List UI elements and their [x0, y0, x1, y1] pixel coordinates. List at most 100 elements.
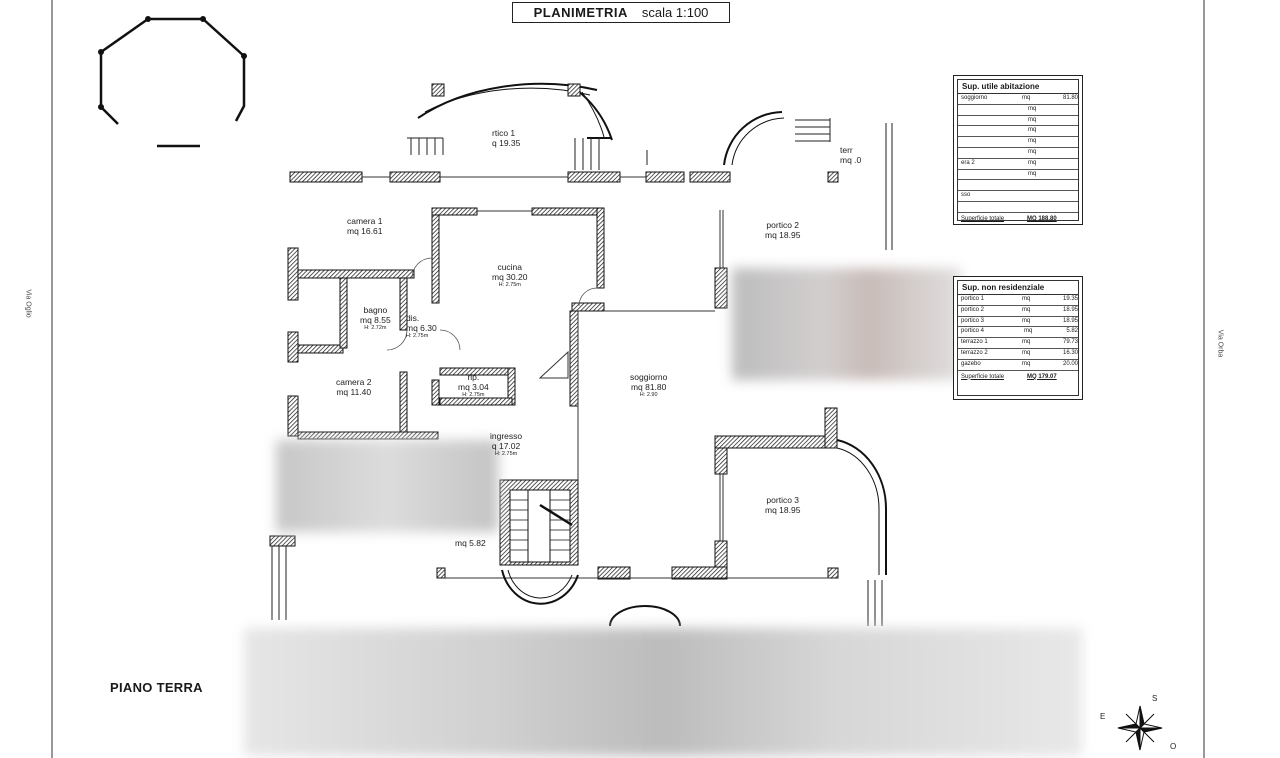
table-cell-unit — [1025, 191, 1070, 201]
table-sup-utile-header: Sup. utile abitazione — [958, 80, 1078, 94]
table-cell-value — [1070, 202, 1078, 212]
table-row: portico 3 mq 18.95 — [958, 317, 1078, 328]
table-cell-name — [958, 170, 1025, 180]
table-cell-name — [958, 180, 1025, 190]
table-cell-value — [1070, 126, 1078, 136]
table-sup-utile-total: Superficie totale MQ 188.80 — [961, 215, 1057, 222]
table-cell-name: portico 3 — [961, 317, 985, 324]
table-cell-value: 20.00 — [1062, 360, 1078, 367]
table-row: portico 1 mq 19.35 — [958, 295, 1078, 306]
table-cell-unit: mq — [1028, 159, 1037, 166]
table-row — [958, 180, 1078, 192]
table-row: mq — [958, 148, 1078, 159]
table-cell-value — [1070, 137, 1078, 147]
table-row: portico 2 mq 18.95 — [958, 306, 1078, 317]
floor-label: PIANO TERRA — [110, 680, 203, 695]
table-row: mq — [958, 137, 1078, 148]
table-cell-name — [958, 202, 1025, 212]
table-cell-unit — [1025, 202, 1070, 212]
table-cell-value — [1070, 148, 1078, 158]
table-cell-value — [1070, 105, 1078, 115]
table-cell-value — [1070, 159, 1078, 169]
table-cell-value: 19.35 — [1062, 296, 1078, 302]
table-cell-unit: mq — [1028, 148, 1037, 155]
table-cell-unit: mq — [1023, 328, 1033, 335]
table-cell-value — [1070, 116, 1078, 126]
table-row — [958, 202, 1078, 213]
compass-label-o: O — [1170, 742, 1177, 751]
table-cell-name — [958, 148, 1025, 158]
table-cell-name — [958, 126, 1025, 136]
table-non-res-total: Superficie totale MQ 179.07 — [961, 373, 1057, 380]
table-row: portico 4 mq 5.82 — [958, 327, 1078, 339]
compass-rose — [1117, 705, 1163, 751]
table-cell-name — [958, 116, 1025, 126]
table-cell-name: terrazzo 2 — [961, 349, 988, 356]
blur-mask-bottom — [244, 628, 1082, 756]
table-row: sso — [958, 191, 1078, 202]
table-cell-unit: mq — [1021, 296, 1031, 302]
table-cell-value: 18.95 — [1062, 306, 1078, 313]
street-left: Via Oglio — [24, 289, 32, 318]
table-row: mq — [958, 170, 1078, 181]
table-cell-name: sso — [961, 192, 971, 199]
table-non-res-header: Sup. non residenziale — [958, 281, 1078, 295]
table-cell-unit: mq — [1021, 349, 1031, 356]
table-cell-unit: mq — [1028, 127, 1037, 134]
table-cell-value: 5.82 — [1066, 328, 1078, 335]
table-row: mq — [958, 105, 1078, 116]
compass-label-e: E — [1100, 712, 1106, 721]
table-cell-name: portico 1 — [961, 296, 985, 302]
table-cell-unit: mq — [1021, 360, 1031, 367]
drawing-scale: scala 1:100 — [641, 5, 709, 20]
table-cell-name: portico 2 — [961, 306, 985, 313]
table-cell-unit: mq — [1028, 116, 1037, 123]
table-cell-value: 79.73 — [1062, 339, 1078, 346]
table-row: mq — [958, 116, 1078, 127]
table-cell-value — [1070, 180, 1078, 190]
table-cell-name: era 2 — [961, 159, 975, 166]
drawing-title-box: PLANIMETRIA scala 1:100 — [512, 2, 730, 23]
table-cell-unit — [1025, 180, 1070, 190]
table-row: terrazzo 2 mq 16.30 — [958, 349, 1078, 360]
table-cell-unit: mq — [1028, 170, 1037, 177]
drawing-title: PLANIMETRIA — [533, 5, 628, 20]
table-cell-unit: mq — [1021, 306, 1031, 313]
gazebo-octagon — [99, 17, 246, 148]
table-row: terrazzo 1 mq 79.73 — [958, 338, 1078, 349]
table-cell-value: 18.95 — [1062, 317, 1078, 324]
table-cell-unit: mq — [1021, 339, 1031, 346]
table-row: mq — [958, 126, 1078, 138]
table-cell-name: portico 4 — [961, 328, 985, 335]
street-right: Via Orba — [1216, 329, 1224, 358]
table-row: era 2 mq — [958, 159, 1078, 170]
table-cell-name: gazebo — [961, 360, 981, 367]
table-cell-unit: mq — [1028, 105, 1037, 112]
table-cell-value: 16.30 — [1062, 349, 1078, 356]
table-cell-unit: mq — [1028, 138, 1037, 145]
compass-label-s: S — [1152, 694, 1158, 703]
table-cell-unit: mq — [1021, 95, 1031, 101]
table-cell-name: terrazzo 1 — [961, 339, 988, 346]
staircase — [499, 479, 681, 627]
room-portico4: mq 5.82 — [455, 538, 486, 548]
blur-mask-right — [732, 268, 960, 380]
table-cell-name — [958, 137, 1025, 147]
table-cell-unit: mq — [1021, 317, 1031, 324]
